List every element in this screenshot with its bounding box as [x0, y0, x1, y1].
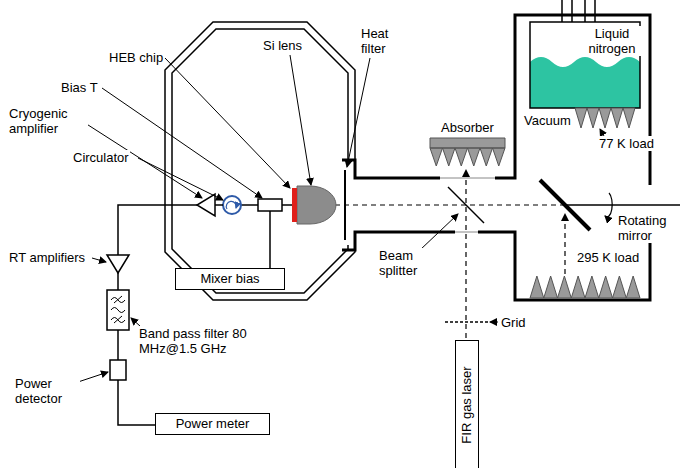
filter-symbol: [111, 296, 125, 323]
bias-wire: [269, 211, 271, 268]
warm-load: [530, 276, 640, 298]
box-label: Mixer bias: [184, 271, 276, 287]
load-beam: [564, 214, 565, 274]
laser-box: FIR gas laser: [455, 340, 479, 468]
window: [440, 178, 495, 179]
wire: [117, 273, 119, 290]
tube-wall: [342, 160, 440, 178]
callout-label: Cryogenic amplifier: [8, 106, 88, 136]
callout-label: 295 K load: [576, 250, 640, 265]
window: [455, 232, 478, 233]
wire: [282, 204, 292, 206]
if-wire: [118, 205, 197, 255]
bias-tee: [258, 199, 282, 211]
callout-label: Liquid nitrogen: [582, 26, 642, 56]
absorber: [430, 138, 505, 166]
wire: [117, 330, 119, 360]
circulator-arrow: [226, 201, 236, 209]
callout-label: 77 K load: [598, 136, 655, 151]
callout-label: Rotating mirror: [617, 213, 681, 243]
circulator: [223, 196, 241, 214]
callout-label: Power detector: [14, 376, 80, 406]
wire-grid: [445, 321, 488, 323]
signal-beam: [335, 204, 565, 205]
heb-chip: [292, 188, 297, 222]
callout-label: Grid: [500, 315, 527, 330]
band-pass-filter: [107, 290, 129, 330]
callout-label: Bias T: [60, 80, 99, 95]
leader-lines: [78, 55, 604, 382]
callout-label: Beam splitter: [378, 248, 438, 278]
power-detector: [110, 360, 126, 380]
beam-splitter: [448, 187, 484, 223]
si-lens: [297, 186, 336, 224]
callout-label: Band pass filter 80 MHz@1.5 GHz: [138, 326, 252, 356]
callout-label: Circulator: [72, 150, 130, 165]
rt-amplifier: [107, 255, 129, 273]
liquid-nitrogen: [530, 57, 640, 108]
box-label: Power meter: [164, 416, 261, 432]
callout-label: HEB chip: [108, 50, 164, 65]
rotating-mirror: [540, 180, 590, 230]
box-label: FIR gas laser: [459, 366, 475, 443]
wire: [118, 380, 155, 425]
cryostat-outer-wall: [165, 22, 355, 300]
callout-label: Heat filter: [360, 26, 404, 56]
dewar-neck: [562, 0, 595, 22]
mirror-shaft: [565, 204, 680, 206]
cold-load: [575, 108, 635, 128]
callout-label: RT amplifiers: [8, 250, 86, 265]
cryostat-inner-wall: [172, 29, 348, 293]
rotation-arrow: [605, 193, 612, 217]
wire: [241, 204, 258, 206]
instrument-box: Power meter: [155, 413, 270, 435]
cryogenic-amplifier: [197, 194, 215, 216]
laser-beam: [465, 170, 466, 338]
instrument-box: Mixer bias: [175, 268, 285, 290]
callout-label: Si lens: [262, 38, 303, 53]
callout-label: Absorber: [440, 120, 495, 135]
callout-label: Vacuum: [523, 113, 572, 128]
wire: [215, 204, 223, 206]
dewar-wall: [495, 15, 650, 185]
